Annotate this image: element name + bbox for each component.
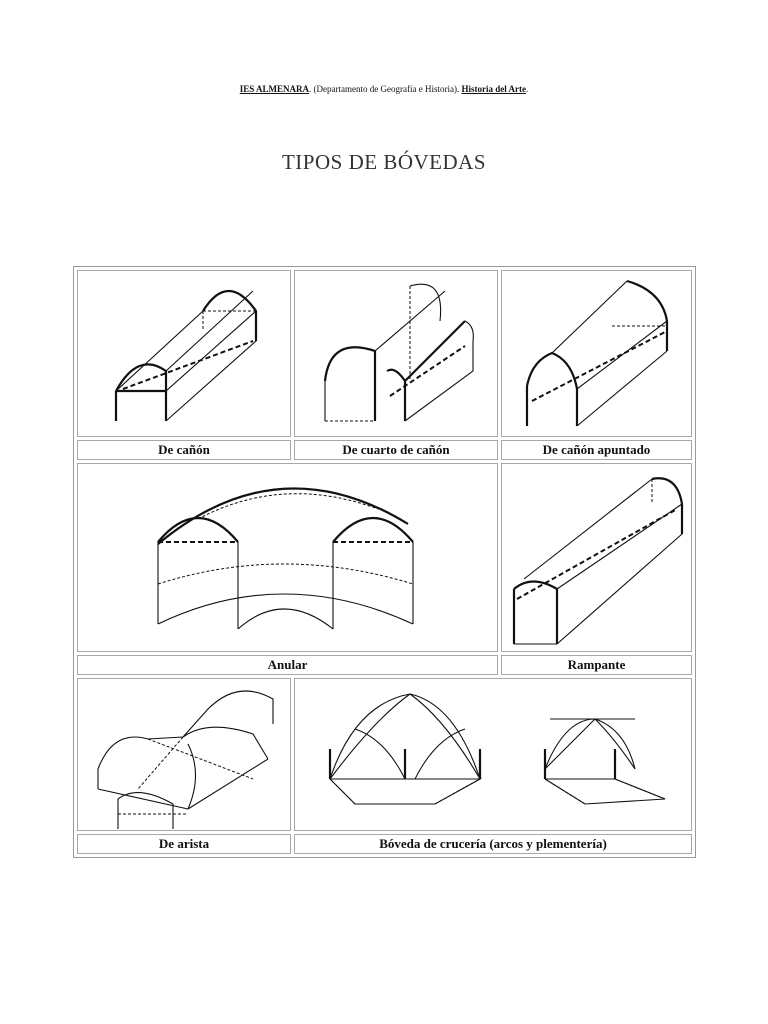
illustration-arista <box>77 678 291 831</box>
school-name: IES ALMENARA <box>239 84 310 94</box>
annular-vault-drawing <box>157 487 414 630</box>
illustration-canon-apuntado <box>501 270 692 437</box>
department-name: . (Departamento de Geografía e Historia)… <box>309 84 462 94</box>
subject-name: Historia del Arte <box>461 84 526 94</box>
vault-types-table: De cañón De cuarto de cañón De cañón apu… <box>73 266 696 858</box>
barrel-vault-drawing <box>114 289 258 422</box>
pointed-barrel-vault-drawing <box>525 279 669 427</box>
quarter-barrel-vault-drawing <box>323 283 474 422</box>
document-header: IES ALMENARA. (Departamento de Geografía… <box>239 84 529 94</box>
label-canon: De cañón <box>77 440 291 460</box>
label-arista: De arista <box>77 834 291 854</box>
illustration-cuarto-canon <box>294 270 498 437</box>
label-anular: Anular <box>77 655 498 675</box>
illustration-cruceria <box>294 678 692 831</box>
rampant-vault-drawing <box>512 477 684 645</box>
rib-vault-drawing <box>328 693 666 805</box>
groin-vault-drawing <box>97 690 274 829</box>
label-rampante: Rampante <box>501 655 692 675</box>
illustration-anular <box>77 463 498 652</box>
label-cruceria: Bóveda de crucería (arcos y plementería) <box>294 834 692 854</box>
illustration-canon <box>77 270 291 437</box>
label-cuarto-canon: De cuarto de cañón <box>294 440 498 460</box>
illustration-rampante <box>501 463 692 652</box>
page-title: TIPOS DE BÓVEDAS <box>281 150 486 174</box>
label-canon-apuntado: De cañón apuntado <box>501 440 692 460</box>
